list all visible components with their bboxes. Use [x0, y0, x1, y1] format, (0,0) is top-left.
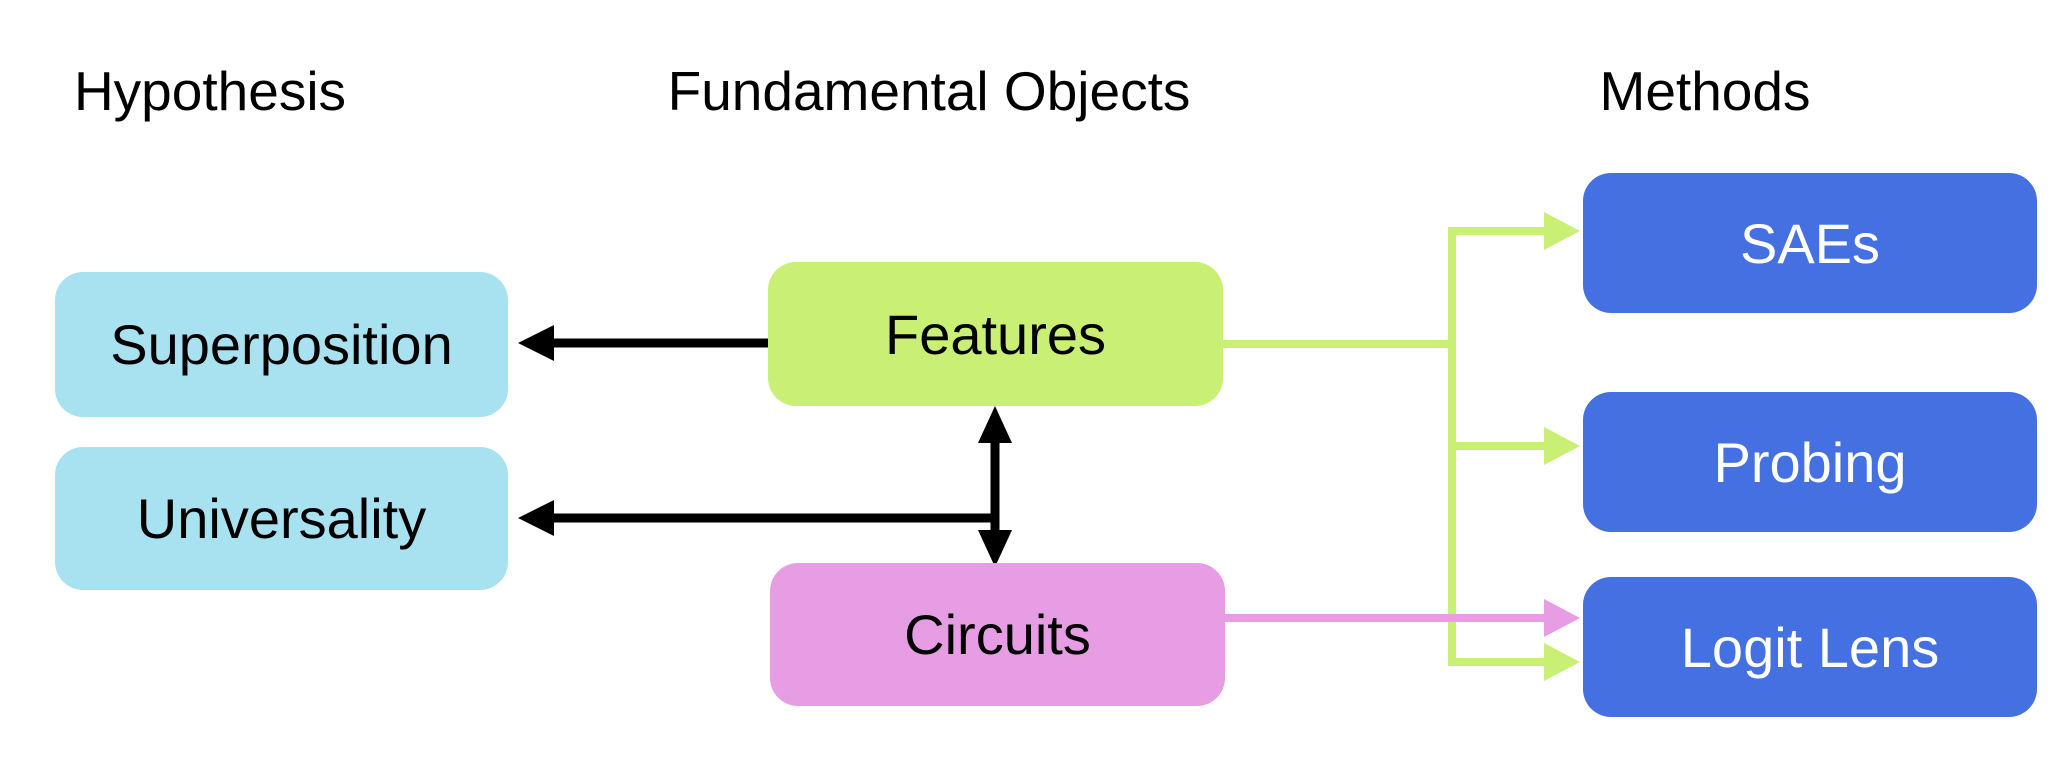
arrowhead-link-to-universality — [518, 500, 554, 536]
node-logit-lens: Logit Lens — [1583, 577, 2037, 717]
arrowhead-features-to-saes — [1544, 212, 1580, 250]
arrowhead-features-circuits-bottom — [978, 530, 1012, 567]
arrowhead-circuits-to-logit-lens — [1544, 599, 1580, 637]
node-logit-lens-label: Logit Lens — [1680, 615, 1940, 679]
arrowhead-features-to-probing — [1544, 427, 1580, 465]
node-probing-label: Probing — [1713, 430, 1907, 494]
node-circuits: Circuits — [770, 563, 1225, 706]
node-saes-label: SAEs — [1739, 211, 1881, 275]
node-superposition: Superposition — [55, 272, 508, 417]
arrowhead-features-to-logit-lens — [1544, 643, 1580, 681]
node-features-label: Features — [885, 302, 1106, 366]
node-universality-label: Universality — [136, 487, 427, 550]
column-title-methods: Methods — [1599, 60, 1811, 122]
node-probing: Probing — [1583, 392, 2037, 532]
column-title-hypothesis: Hypothesis — [73, 60, 347, 122]
node-superposition-label: Superposition — [110, 313, 453, 376]
arrowhead-features-to-superposition — [518, 325, 554, 361]
node-features: Features — [768, 262, 1223, 406]
arrowhead-features-circuits-top — [978, 406, 1012, 443]
node-universality: Universality — [55, 447, 508, 590]
column-title-fundamental-objects: Fundamental Objects — [667, 60, 1191, 122]
node-circuits-label: Circuits — [904, 603, 1091, 666]
node-saes: SAEs — [1583, 173, 2037, 313]
